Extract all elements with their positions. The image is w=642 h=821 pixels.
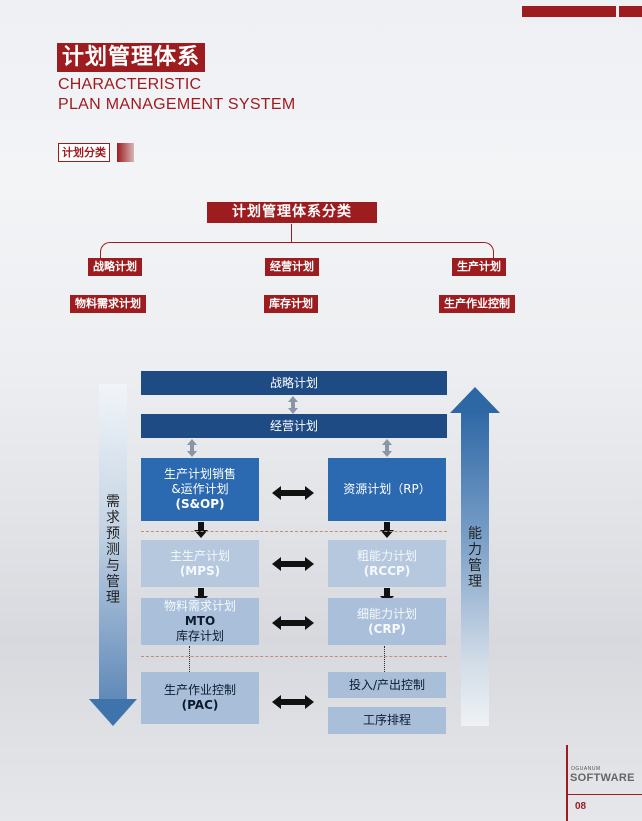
capacity-arrow-head [450, 387, 500, 413]
mps-box: 主生产计划 (MPS) [141, 540, 259, 587]
section-tag: 计划分类 [58, 143, 110, 162]
demand-arrow-shaft [99, 384, 127, 702]
mrp-line-2: MTO [184, 614, 216, 628]
subtitle-line-1: CHARACTERISTIC [58, 76, 202, 93]
tree-branch [100, 242, 494, 258]
tag-mrp: 物料需求计划 [70, 295, 146, 313]
tag-inventory-plan: 库存计划 [264, 295, 318, 313]
rccp-line-2: (RCCP) [363, 563, 411, 578]
mrp-box: 物料需求计划 MTO 库存计划 [141, 598, 259, 645]
dotted-connector [189, 646, 190, 672]
sop-line-3: (S&OP) [175, 497, 225, 511]
section-tag-accent [117, 143, 134, 162]
pac-line-1: 生产作业控制 [163, 683, 236, 697]
page-number: 08 [575, 801, 587, 812]
subtitle-line-2: PLAN MANAGEMENT SYSTEM [58, 96, 296, 113]
sequencing-box: 工序排程 [328, 707, 446, 734]
footer-brand-small: OGUANUM [571, 766, 601, 772]
rccp-line-1: 粗能力计划 [356, 548, 417, 563]
down-arrow-icon [194, 522, 208, 538]
updown-arrow-icon [288, 396, 298, 414]
demand-arrow-head [89, 699, 137, 726]
tag-production-plan: 生产计划 [452, 258, 506, 276]
bidirectional-arrow-icon [272, 616, 314, 630]
capacity-arrow-shaft [461, 413, 489, 726]
io-control-box: 投入/产出控制 [328, 672, 446, 698]
tag-strategic-plan: 战略计划 [88, 258, 142, 276]
dashed-divider [141, 656, 447, 657]
crp-line-2: (CRP) [368, 621, 406, 636]
sop-line-1: 生产计划销售 [163, 467, 236, 481]
mps-line-2: (MPS) [179, 563, 221, 578]
page-title: 计划管理体系 [57, 43, 206, 72]
capacity-arrow-label: 能力管理 [468, 526, 482, 590]
pac-line-2: (PAC) [181, 698, 219, 712]
business-plan-bar: 经营计划 [141, 414, 447, 438]
top-accent-bar [522, 6, 616, 17]
crp-box: 细能力计划 (CRP) [328, 598, 446, 645]
tag-pac: 生产作业控制 [439, 295, 515, 313]
pac-box: 生产作业控制 (PAC) [141, 672, 259, 724]
bidirectional-arrow-icon [272, 486, 314, 500]
mrp-line-3: 库存计划 [175, 629, 224, 643]
dashed-divider [141, 531, 447, 532]
footer-divider [566, 794, 642, 795]
mps-line-1: 主生产计划 [169, 548, 230, 563]
tree-connector [291, 224, 292, 243]
updown-arrow-icon [187, 439, 197, 457]
footer-accent-line [566, 745, 568, 821]
top-accent-bar-small [619, 6, 642, 17]
io-control-label: 投入/产出控制 [348, 677, 426, 692]
rp-label: 资源计划（RP） [343, 482, 431, 496]
sop-box: 生产计划销售 &运作计划 (S&OP) [141, 458, 259, 521]
bidirectional-arrow-icon [272, 695, 314, 709]
bidirectional-arrow-icon [272, 557, 314, 571]
classification-title: 计划管理体系分类 [207, 202, 377, 223]
sop-line-2: &运作计划 [171, 482, 229, 496]
demand-arrow-label: 需求预测与管理 [106, 494, 120, 606]
tag-business-plan: 经营计划 [265, 258, 319, 276]
updown-arrow-icon [382, 439, 392, 457]
strategic-plan-bar: 战略计划 [141, 371, 447, 395]
crp-line-1: 细能力计划 [356, 606, 417, 621]
sequencing-label: 工序排程 [362, 713, 411, 727]
footer-brand: SOFTWARE [570, 772, 635, 784]
rp-box: 资源计划（RP） [328, 458, 446, 521]
dotted-connector [384, 646, 385, 672]
rccp-box: 粗能力计划 (RCCP) [328, 540, 446, 587]
down-arrow-icon [380, 522, 394, 538]
mrp-line-1: 物料需求计划 [163, 599, 236, 613]
